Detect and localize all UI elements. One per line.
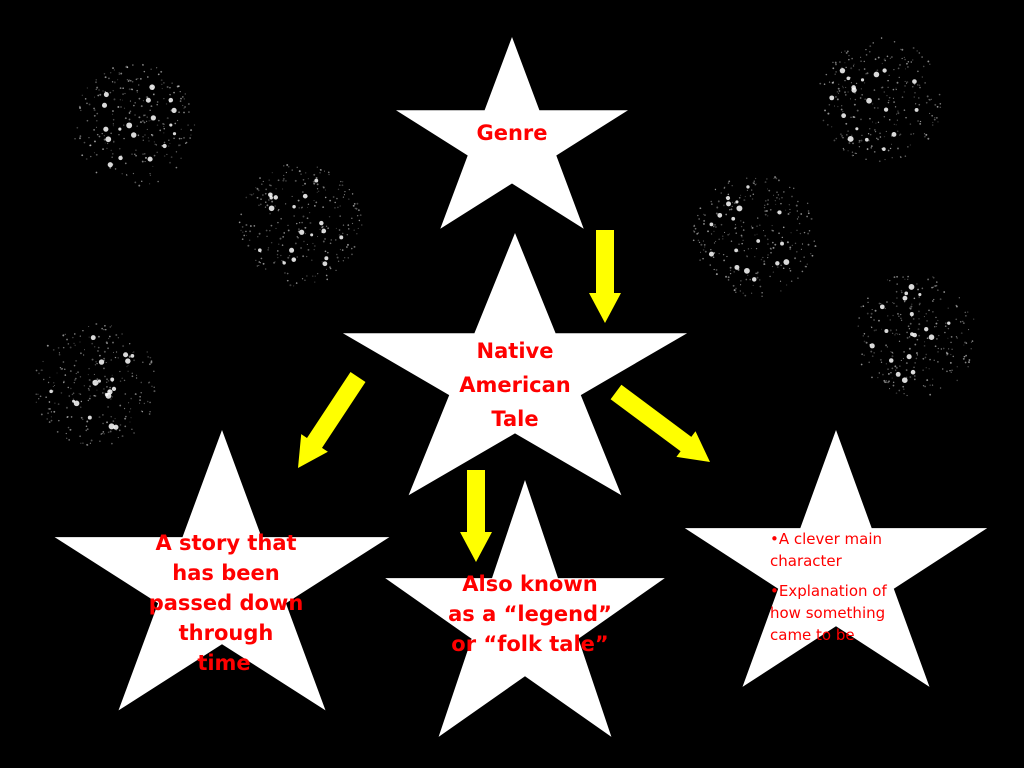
arrow-tale-to-definition [298, 372, 366, 468]
definition-line: passed down [148, 591, 304, 615]
arrow-genre-to-tale [589, 230, 621, 323]
tale-label: Native American Tale [435, 334, 595, 436]
tale-star [342, 233, 688, 496]
trait-line: •A clever main [770, 530, 883, 548]
star-cluster [819, 37, 942, 163]
arrow-tale-to-aka [460, 470, 492, 562]
trait-line: •Explanation of [770, 582, 887, 600]
definition-star [54, 430, 390, 711]
tale-line: Native [476, 339, 554, 363]
star-cluster [74, 63, 196, 187]
genre-label: Genre [432, 118, 592, 148]
arrow-tale-to-traits [610, 384, 710, 462]
traits-list: •A clever main character •Explanation of… [770, 528, 887, 654]
trait-line: character [770, 552, 842, 570]
aka-label: Also known as a “legend” or “folk tale” [420, 569, 640, 659]
aka-line: or “folk tale” [451, 632, 609, 656]
tale-line: Tale [491, 407, 539, 431]
definition-line: has been [172, 561, 280, 585]
star-cluster [857, 275, 975, 397]
aka-line: Also known [462, 572, 598, 596]
aka-star [385, 480, 665, 737]
star-cluster [238, 163, 363, 287]
trait-line: came to be [770, 626, 855, 644]
tale-line: American [459, 373, 571, 397]
definition-line: A story that [155, 531, 297, 555]
definition-line: through [178, 621, 274, 645]
genre-star [396, 37, 628, 229]
trait-item: •Explanation of how something came to be [770, 580, 887, 646]
genre-text: Genre [476, 121, 548, 145]
aka-line: as a “legend” [448, 602, 612, 626]
star-cluster [35, 322, 156, 446]
star-cluster [692, 176, 817, 298]
traits-star [684, 430, 988, 687]
trait-item: •A clever main character [770, 528, 887, 572]
trait-line: how something [770, 604, 886, 622]
definition-label: A story that has been passed down throug… [126, 528, 326, 678]
definition-line: time [197, 651, 251, 675]
